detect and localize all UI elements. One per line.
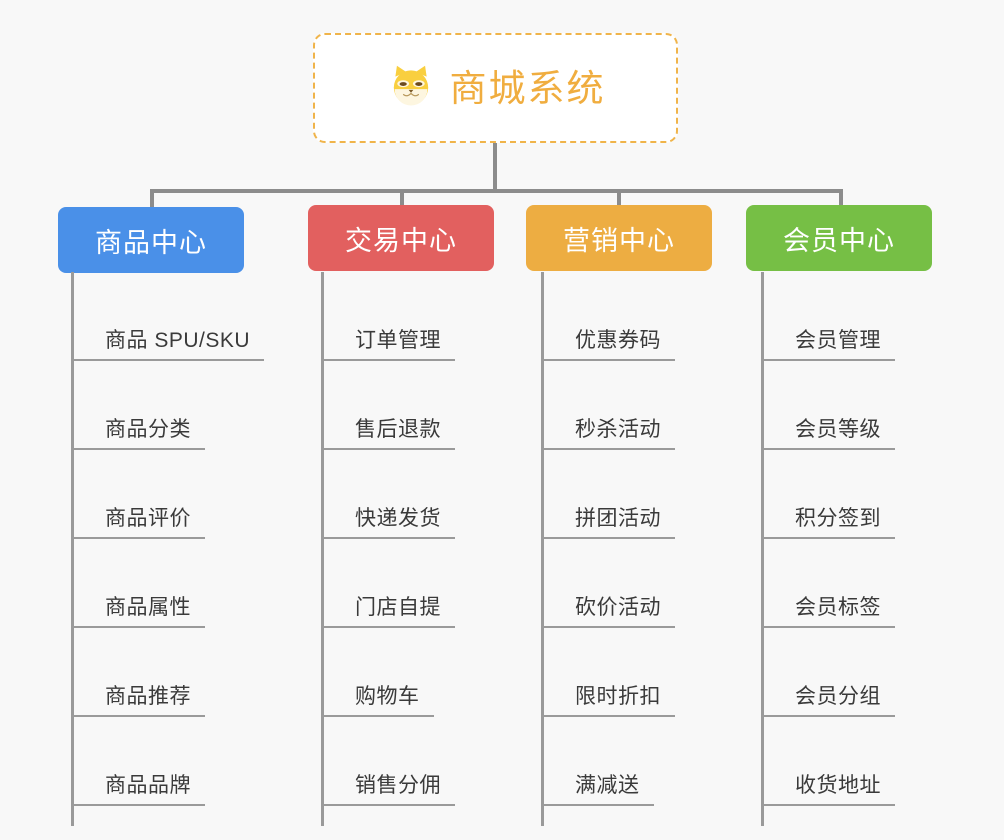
list-item[interactable]: 积分签到 <box>761 450 895 539</box>
leaf-label: 拼团活动 <box>575 507 661 530</box>
leaf-underline <box>761 537 895 539</box>
connector-drop-4 <box>839 189 843 209</box>
leaf-label: 快递发货 <box>355 507 441 530</box>
leaf-underline <box>321 537 455 539</box>
column-spine-2 <box>321 272 324 826</box>
leaf-label: 商品推荐 <box>105 685 191 708</box>
category-box-1[interactable]: 商品中心 <box>58 207 244 273</box>
leaf-underline <box>541 448 675 450</box>
leaf-label: 砍价活动 <box>575 596 661 619</box>
root-node[interactable]: 商城系统 <box>313 33 678 143</box>
list-item[interactable]: 会员管理 <box>761 272 895 361</box>
root-title: 商城系统 <box>449 67 606 109</box>
leaf-underline <box>71 359 265 361</box>
list-item[interactable]: 销售分佣 <box>321 717 455 806</box>
leaf-underline <box>761 448 895 450</box>
leaf-label: 会员等级 <box>795 418 881 441</box>
leaf-list-3: 优惠券码 秒杀活动 拼团活动 砍价活动 限时折扣 满减送 <box>541 272 675 806</box>
leaf-label: 积分签到 <box>795 507 881 530</box>
leaf-label: 收货地址 <box>795 774 881 797</box>
leaf-underline <box>321 804 455 806</box>
list-item[interactable]: 商品推荐 <box>71 628 264 717</box>
leaf-label: 商品品牌 <box>105 774 191 797</box>
list-item[interactable]: 商品品牌 <box>71 717 264 806</box>
category-label-3: 营销中心 <box>563 225 675 256</box>
list-item[interactable]: 订单管理 <box>321 272 455 361</box>
leaf-underline <box>541 359 675 361</box>
leaf-list-4: 会员管理 会员等级 积分签到 会员标签 会员分组 收货地址 <box>761 272 895 806</box>
leaf-label: 订单管理 <box>355 329 441 352</box>
leaf-underline <box>71 626 205 628</box>
leaf-underline <box>541 626 675 628</box>
list-item[interactable]: 会员等级 <box>761 361 895 450</box>
category-label-2: 交易中心 <box>345 225 457 256</box>
list-item[interactable]: 收货地址 <box>761 717 895 806</box>
column-spine-4 <box>761 272 764 826</box>
leaf-label: 商品 SPU/SKU <box>105 329 251 352</box>
list-item[interactable]: 门店自提 <box>321 539 455 628</box>
list-item[interactable]: 商品分类 <box>71 361 264 450</box>
leaf-label: 优惠券码 <box>575 329 661 352</box>
list-item[interactable]: 秒杀活动 <box>541 361 675 450</box>
leaf-underline <box>541 715 675 717</box>
leaf-underline <box>71 448 205 450</box>
leaf-underline <box>321 715 434 717</box>
category-label-4: 会员中心 <box>783 225 895 256</box>
list-item[interactable]: 购物车 <box>321 628 455 717</box>
leaf-label: 会员管理 <box>795 329 881 352</box>
list-item[interactable]: 会员标签 <box>761 539 895 628</box>
list-item[interactable]: 会员分组 <box>761 628 895 717</box>
list-item[interactable]: 优惠券码 <box>541 272 675 361</box>
leaf-label: 商品评价 <box>105 507 191 530</box>
column-spine-3 <box>541 272 544 826</box>
list-item[interactable]: 拼团活动 <box>541 450 675 539</box>
leaf-underline <box>541 537 675 539</box>
list-item[interactable]: 商品评价 <box>71 450 264 539</box>
leaf-label: 会员标签 <box>795 596 881 619</box>
leaf-underline <box>321 626 455 628</box>
list-item[interactable]: 快递发货 <box>321 450 455 539</box>
leaf-label: 购物车 <box>355 685 420 708</box>
category-box-4[interactable]: 会员中心 <box>746 205 932 271</box>
leaf-underline <box>71 804 205 806</box>
list-item[interactable]: 砍价活动 <box>541 539 675 628</box>
leaf-underline <box>321 359 455 361</box>
leaf-underline <box>761 626 895 628</box>
connector-root-stem <box>493 143 497 193</box>
leaf-underline <box>761 804 895 806</box>
leaf-underline <box>761 359 895 361</box>
leaf-label: 满减送 <box>575 774 640 797</box>
leaf-underline <box>71 715 205 717</box>
list-item[interactable]: 限时折扣 <box>541 628 675 717</box>
leaf-underline <box>541 804 654 806</box>
leaf-label: 限时折扣 <box>575 685 661 708</box>
connector-drop-1 <box>150 189 154 209</box>
leaf-label: 商品属性 <box>105 596 191 619</box>
list-item[interactable]: 售后退款 <box>321 361 455 450</box>
leaf-underline <box>321 448 455 450</box>
leaf-label: 商品分类 <box>105 418 191 441</box>
connector-drop-3 <box>617 189 621 209</box>
leaf-label: 会员分组 <box>795 685 881 708</box>
leaf-label: 售后退款 <box>355 418 441 441</box>
connector-horizontal-bar <box>150 189 843 193</box>
list-item[interactable]: 商品 SPU/SKU <box>71 272 265 361</box>
leaf-underline <box>761 715 895 717</box>
connector-drop-2 <box>400 189 404 209</box>
shiba-dog-icon <box>386 61 436 116</box>
leaf-label: 销售分佣 <box>355 774 441 797</box>
leaf-label: 门店自提 <box>355 596 441 619</box>
leaf-list-1: 商品 SPU/SKU 商品分类 商品评价 商品属性 商品推荐 商品品牌 <box>71 272 265 806</box>
column-spine-1 <box>71 272 74 826</box>
category-box-2[interactable]: 交易中心 <box>308 205 494 271</box>
list-item[interactable]: 满减送 <box>541 717 675 806</box>
leaf-list-2: 订单管理 售后退款 快递发货 门店自提 购物车 销售分佣 <box>321 272 455 806</box>
leaf-underline <box>71 537 205 539</box>
leaf-label: 秒杀活动 <box>575 418 661 441</box>
category-box-3[interactable]: 营销中心 <box>526 205 712 271</box>
list-item[interactable]: 商品属性 <box>71 539 264 628</box>
category-label-1: 商品中心 <box>95 227 207 258</box>
